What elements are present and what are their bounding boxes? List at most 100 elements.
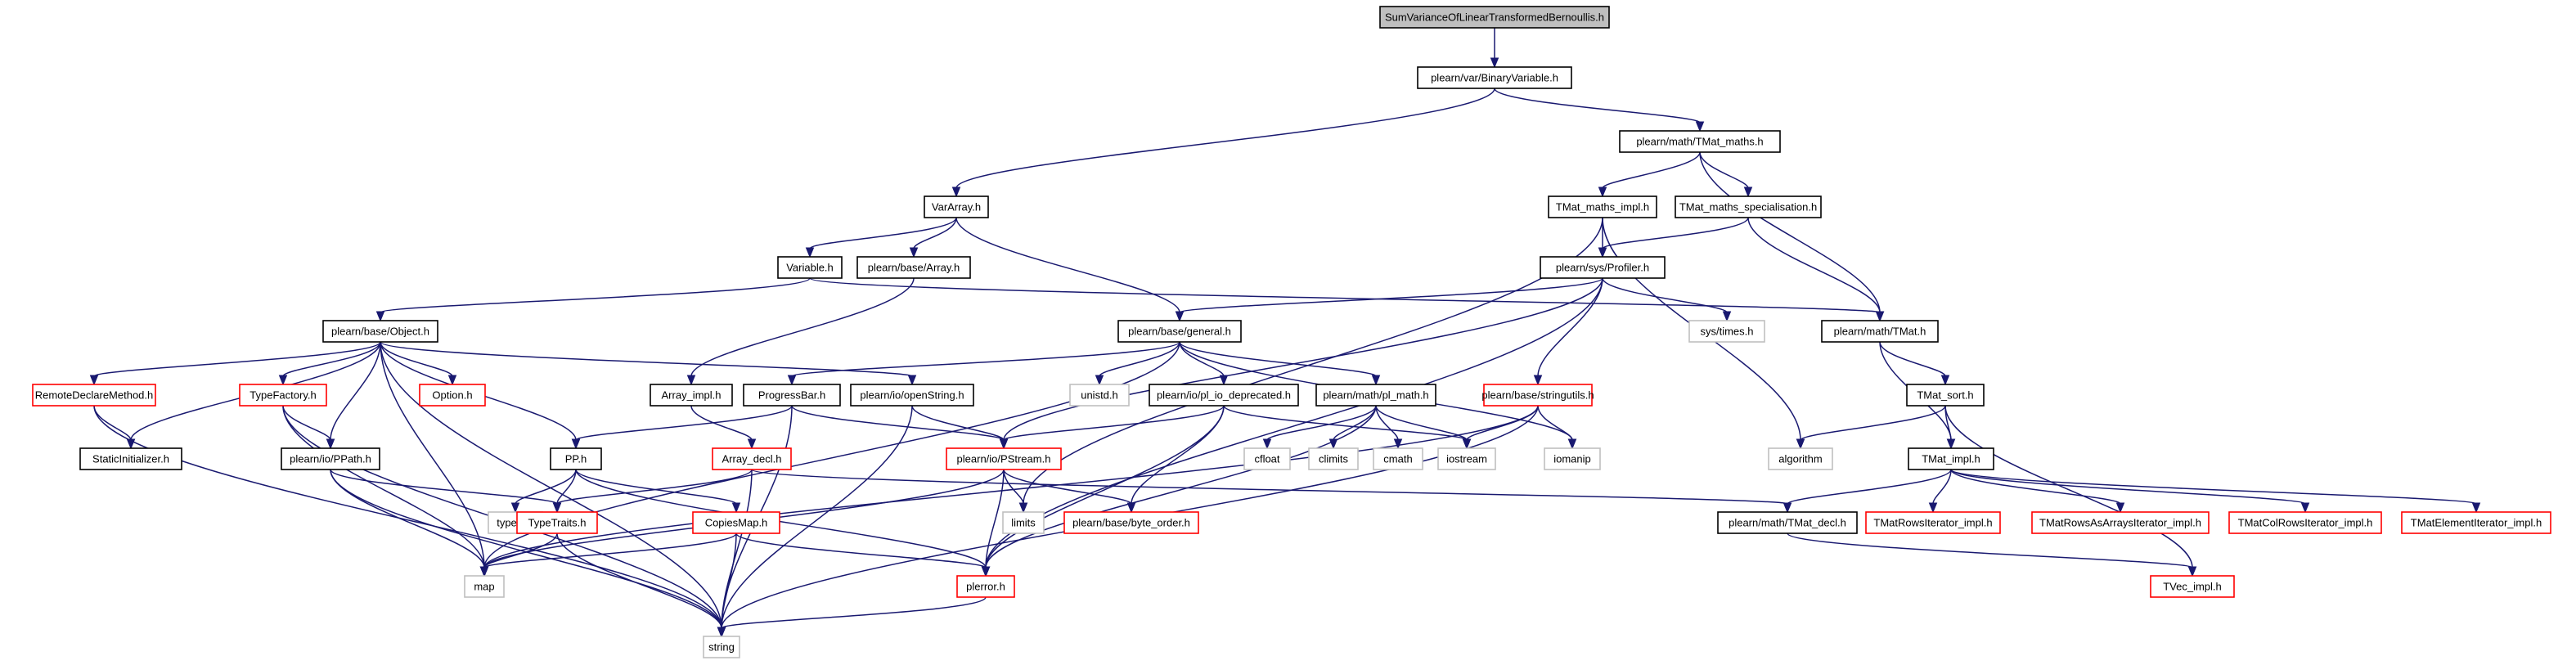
node-PPath[interactable]: plearn/io/PPath.h bbox=[281, 447, 380, 470]
node-RemoteDeclare[interactable]: RemoteDeclareMethod.h bbox=[32, 384, 156, 407]
node-box bbox=[32, 384, 156, 407]
edge-Variable-to-TMat bbox=[809, 277, 1885, 322]
edge-VarArray-to-general bbox=[955, 217, 1185, 322]
node-TMatColRows[interactable]: TMatColRowsIterator_impl.h bbox=[2228, 511, 2382, 534]
node-label: sys/times.h bbox=[1700, 326, 1753, 338]
edge-Object-to-openString bbox=[380, 341, 917, 386]
node-box bbox=[956, 575, 1015, 598]
edge-pl_math-to-climits bbox=[1328, 405, 1377, 450]
node-label: plearn/base/byte_order.h bbox=[1072, 517, 1190, 529]
node-label: plearn/math/TMat.h bbox=[1834, 326, 1926, 338]
edge-ProgressBar-to-PP bbox=[571, 405, 793, 450]
node-TVec_impl[interactable]: TVec_impl.h bbox=[2150, 575, 2235, 598]
node-box bbox=[322, 320, 438, 343]
node-TMat_maths_impl[interactable]: TMat_maths_impl.h bbox=[1548, 195, 1657, 218]
node-string[interactable]: string bbox=[703, 636, 740, 658]
node-cmath[interactable]: cmath bbox=[1373, 447, 1423, 470]
node-Option[interactable]: Option.h bbox=[419, 384, 486, 407]
edge-VarArray-to-Array bbox=[909, 217, 957, 258]
node-label: plearn/var/BinaryVariable.h bbox=[1431, 72, 1558, 84]
node-label: TMatRowsAsArraysIterator_impl.h bbox=[2039, 517, 2201, 529]
node-box bbox=[2031, 511, 2210, 534]
edge-PPath-to-map bbox=[330, 469, 489, 577]
node-cfloat[interactable]: cfloat bbox=[1243, 447, 1291, 470]
edge-Variable-to-Object bbox=[375, 277, 811, 322]
node-limits[interactable]: limits bbox=[1002, 511, 1045, 534]
node-systimes[interactable]: sys/times.h bbox=[1688, 320, 1765, 343]
node-iostream[interactable]: iostream bbox=[1437, 447, 1496, 470]
node-box bbox=[79, 447, 182, 470]
edge-VarArray-to-Variable bbox=[805, 217, 957, 258]
node-openString[interactable]: plearn/io/openString.h bbox=[850, 384, 974, 407]
node-VarArray[interactable]: VarArray.h bbox=[924, 195, 989, 218]
edge-TMat_impl-to-TMatRowsAsArr bbox=[1950, 469, 2125, 514]
node-label: climits bbox=[1319, 453, 1349, 465]
node-label: Variable.h bbox=[786, 262, 834, 274]
node-label: TypeFactory.h bbox=[250, 389, 316, 402]
node-TypeFactory[interactable]: TypeFactory.h bbox=[239, 384, 327, 407]
node-Array_decl[interactable]: Array_decl.h bbox=[712, 447, 792, 470]
node-box bbox=[1906, 384, 1985, 407]
node-BinaryVariable[interactable]: plearn/var/BinaryVariable.h bbox=[1417, 66, 1572, 89]
node-Variable[interactable]: Variable.h bbox=[777, 256, 843, 279]
node-root[interactable]: SumVarianceOfLinearTransformedBernoullis… bbox=[1379, 6, 1610, 29]
node-pl_math[interactable]: plearn/math/pl_math.h bbox=[1315, 384, 1436, 407]
edge-TMat_maths-to-TMat bbox=[1699, 151, 1885, 322]
node-Object[interactable]: plearn/base/Object.h bbox=[322, 320, 438, 343]
node-TMat_maths[interactable]: plearn/math/TMat_maths.h bbox=[1619, 130, 1781, 153]
node-label: iomanip bbox=[1553, 453, 1591, 465]
node-map[interactable]: map bbox=[464, 575, 505, 598]
node-PP[interactable]: PP.h bbox=[550, 447, 602, 470]
edge-PP-to-typeinfo bbox=[510, 469, 577, 514]
node-box bbox=[464, 575, 505, 598]
edge-pl_io_dep-to-PStream bbox=[999, 405, 1225, 450]
node-ProgressBar[interactable]: ProgressBar.h bbox=[743, 384, 841, 407]
edge-plerror-to-string bbox=[717, 596, 987, 638]
node-algorithm[interactable]: algorithm bbox=[1768, 447, 1833, 470]
node-box bbox=[692, 511, 780, 534]
edge-pl_io_dep-to-iostream bbox=[1223, 405, 1472, 450]
node-StaticInit[interactable]: StaticInitializer.h bbox=[79, 447, 182, 470]
node-label: plearn/io/PPath.h bbox=[290, 453, 371, 465]
node-general[interactable]: plearn/base/general.h bbox=[1117, 320, 1242, 343]
node-label: SumVarianceOfLinearTransformedBernoullis… bbox=[1385, 11, 1604, 24]
node-Profiler[interactable]: plearn/sys/Profiler.h bbox=[1540, 256, 1666, 279]
edge-Array_decl-to-TypeTraits bbox=[552, 469, 753, 514]
node-TMat_sort[interactable]: TMat_sort.h bbox=[1906, 384, 1985, 407]
edge-TMat-to-TMat_sort bbox=[1879, 341, 1950, 386]
node-label: plearn/io/PStream.h bbox=[957, 453, 1051, 465]
node-label: TMatColRowsIterator_impl.h bbox=[2238, 517, 2373, 529]
node-box bbox=[1540, 256, 1666, 279]
node-CopiesMap[interactable]: CopiesMap.h bbox=[692, 511, 780, 534]
node-byte_order[interactable]: plearn/base/byte_order.h bbox=[1063, 511, 1199, 534]
node-climits[interactable]: climits bbox=[1308, 447, 1359, 470]
node-label: StaticInitializer.h bbox=[92, 453, 169, 465]
node-TMat_decl[interactable]: plearn/math/TMat_decl.h bbox=[1717, 511, 1858, 534]
node-PStream[interactable]: plearn/io/PStream.h bbox=[946, 447, 1062, 470]
node-TMat_maths_spec[interactable]: TMat_maths_specialisation.h bbox=[1675, 195, 1822, 218]
node-TMatElem[interactable]: TMatElementIterator_impl.h bbox=[2401, 511, 2551, 534]
node-TMatRowsAsArr[interactable]: TMatRowsAsArraysIterator_impl.h bbox=[2031, 511, 2210, 534]
node-box bbox=[1315, 384, 1436, 407]
node-iomanip[interactable]: iomanip bbox=[1544, 447, 1601, 470]
node-TMat[interactable]: plearn/math/TMat.h bbox=[1821, 320, 1939, 343]
node-TMatRowsIt[interactable]: TMatRowsIterator_impl.h bbox=[1865, 511, 2001, 534]
node-TypeTraits[interactable]: TypeTraits.h bbox=[516, 511, 598, 534]
node-Array[interactable]: plearn/base/Array.h bbox=[856, 256, 971, 279]
node-TMat_impl[interactable]: TMat_impl.h bbox=[1908, 447, 1994, 470]
node-label: plearn/io/openString.h bbox=[860, 389, 964, 402]
node-box bbox=[2228, 511, 2382, 534]
edge-TMat_decl-to-TVec_impl bbox=[1787, 532, 2197, 577]
edge-RemoteDeclare-to-StaticInit bbox=[93, 405, 136, 450]
edge-Object-to-map bbox=[380, 341, 489, 577]
node-box bbox=[1243, 447, 1291, 470]
node-unistd[interactable]: unistd.h bbox=[1069, 384, 1130, 407]
node-stringutils[interactable]: plearn/base/stringutils.h bbox=[1481, 384, 1594, 407]
edge-Object-to-Option bbox=[380, 341, 457, 386]
node-Array_impl[interactable]: Array_impl.h bbox=[650, 384, 733, 407]
edge-PPath-to-TypeTraits bbox=[330, 469, 562, 514]
node-pl_io_dep[interactable]: plearn/io/pl_io_deprecated.h bbox=[1149, 384, 1299, 407]
edge-TMat_sort-to-TVec_impl bbox=[1944, 405, 2197, 577]
node-plerror[interactable]: plerror.h bbox=[956, 575, 1015, 598]
